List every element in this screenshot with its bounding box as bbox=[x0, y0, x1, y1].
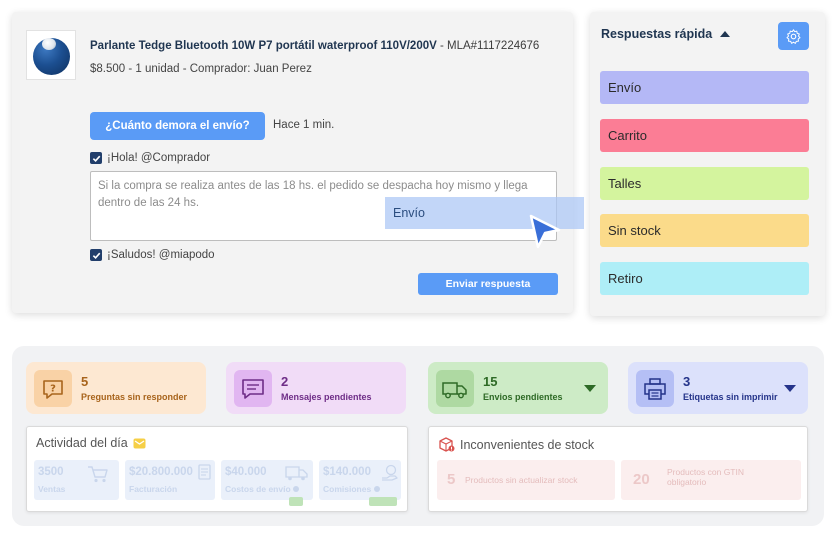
stock-issues-title: Inconvenientes de stock bbox=[460, 437, 595, 452]
stock-label: Productos sin actualizar stock bbox=[465, 475, 578, 485]
dropdown-arrow-icon[interactable] bbox=[584, 385, 596, 392]
product-name: Parlante Tedge Bluetooth 10W P7 portátil… bbox=[90, 40, 437, 52]
product-code: - MLA#1117224676 bbox=[436, 40, 540, 52]
speaker-top-highlight bbox=[42, 38, 56, 50]
stat-icon-box bbox=[234, 370, 272, 407]
quick-responses-panel: Respuestas rápida Envío Carrito Talles S… bbox=[590, 12, 825, 316]
info-icon[interactable] bbox=[293, 486, 300, 492]
stat-value: 3 bbox=[683, 374, 691, 389]
stat-value: 2 bbox=[281, 374, 289, 389]
settings-button[interactable] bbox=[778, 22, 809, 50]
stock-issues-header: Inconvenientes de stock bbox=[438, 436, 594, 453]
truck-icon bbox=[442, 381, 467, 398]
product-thumbnail[interactable] bbox=[26, 30, 76, 80]
activity-label: Ventas bbox=[38, 484, 66, 494]
activity-label: Costos de envío bbox=[225, 484, 300, 494]
greeting-checkbox[interactable] bbox=[90, 152, 102, 164]
stat-label: Etiquetas sin imprimir bbox=[683, 392, 778, 402]
quick-response-talles[interactable]: Talles bbox=[600, 167, 809, 200]
svg-text:?: ? bbox=[50, 383, 56, 394]
signoff-row: ¡Saludos! @miapodo bbox=[90, 249, 215, 261]
stat-card-shipments[interactable]: 15 Envios pendientes bbox=[428, 362, 608, 414]
cart-icon bbox=[88, 466, 108, 483]
invoice-icon bbox=[198, 464, 211, 480]
stat-card-messages[interactable]: 2 Mensajes pendientes bbox=[226, 362, 406, 414]
envelope-icon bbox=[133, 438, 146, 448]
stock-label: Productos con GTIN obligatorio bbox=[667, 467, 745, 487]
quick-response-envio[interactable]: Envío bbox=[600, 71, 809, 104]
stock-value: 20 bbox=[633, 471, 650, 488]
quick-response-sin-stock[interactable]: Sin stock bbox=[600, 214, 809, 247]
activity-item-commissions[interactable]: $140.000 Comisiones bbox=[319, 460, 401, 506]
stock-item-outdated[interactable]: 5 Productos sin actualizar stock bbox=[437, 460, 615, 500]
info-icon[interactable] bbox=[373, 486, 380, 492]
hand-money-icon bbox=[382, 464, 398, 481]
greeting-label: ¡Hola! @Comprador bbox=[107, 152, 211, 164]
mouse-pointer-icon bbox=[529, 214, 561, 249]
collapse-triangle-icon bbox=[720, 31, 731, 37]
stock-issues-panel: Inconvenientes de stock 5 Productos sin … bbox=[428, 426, 808, 512]
activity-value: $40.000 bbox=[225, 466, 267, 478]
send-answer-button[interactable]: Enviar respuesta bbox=[418, 273, 558, 295]
greeting-row: ¡Hola! @Comprador bbox=[90, 152, 210, 164]
activity-value: $20.800.000 bbox=[129, 466, 193, 478]
stat-label: Mensajes pendientes bbox=[281, 392, 372, 402]
stock-value: 5 bbox=[447, 471, 456, 488]
question-card: Parlante Tedge Bluetooth 10W P7 portátil… bbox=[12, 12, 573, 313]
percent-badge bbox=[369, 497, 397, 506]
activity-item-billing[interactable]: $20.800.000 Facturación bbox=[125, 460, 215, 500]
stat-label: Preguntas sin responder bbox=[81, 392, 188, 402]
activity-value: 3500 bbox=[38, 466, 64, 478]
gear-icon bbox=[786, 28, 801, 44]
quick-responses-title: Respuestas rápida bbox=[601, 27, 713, 41]
stat-card-questions[interactable]: ? 5 Preguntas sin responder bbox=[26, 362, 206, 414]
quick-responses-header[interactable]: Respuestas rápida bbox=[601, 27, 731, 41]
daily-activity-panel: Actividad del día 3500 Ventas $20.800.00… bbox=[26, 426, 408, 512]
activity-label-text: Costos de envío bbox=[225, 484, 291, 494]
quick-response-retiro[interactable]: Retiro bbox=[600, 262, 809, 295]
signoff-checkbox[interactable] bbox=[90, 249, 102, 261]
percent-badge bbox=[289, 497, 303, 506]
daily-activity-header: Actividad del día bbox=[36, 436, 146, 450]
message-icon bbox=[242, 378, 264, 399]
box-alert-icon bbox=[439, 437, 455, 452]
stat-icon-box bbox=[436, 370, 474, 407]
stat-label: Envios pendientes bbox=[483, 392, 563, 402]
stat-icon-box bbox=[636, 370, 674, 407]
dropdown-arrow-icon[interactable] bbox=[784, 385, 796, 392]
stat-value: 5 bbox=[81, 374, 89, 389]
product-title[interactable]: Parlante Tedge Bluetooth 10W P7 portátil… bbox=[90, 40, 539, 52]
product-meta: $8.500 - 1 unidad - Comprador: Juan Pere… bbox=[90, 63, 312, 75]
activity-item-sales[interactable]: 3500 Ventas bbox=[34, 460, 119, 500]
activity-label: Comisiones bbox=[323, 484, 380, 494]
signoff-label: ¡Saludos! @miapodo bbox=[107, 249, 215, 261]
question-bubble: ¿Cuánto demora el envío? bbox=[90, 112, 265, 140]
printer-icon bbox=[644, 377, 666, 400]
daily-activity-title: Actividad del día bbox=[36, 436, 128, 450]
stat-value: 15 bbox=[483, 374, 498, 389]
activity-value: $140.000 bbox=[323, 466, 371, 478]
dragged-quick-response[interactable]: Envío bbox=[385, 197, 584, 229]
question-icon: ? bbox=[43, 379, 63, 399]
question-time: Hace 1 min. bbox=[273, 119, 335, 131]
check-icon bbox=[92, 155, 100, 162]
activity-label-text: Comisiones bbox=[323, 484, 372, 494]
check-icon bbox=[92, 252, 100, 259]
stock-item-gtin[interactable]: 20 Productos con GTIN obligatorio bbox=[621, 460, 801, 500]
activity-label: Facturación bbox=[129, 484, 178, 494]
activity-item-shipping-costs[interactable]: $40.000 Costos de envío bbox=[221, 460, 313, 506]
stat-card-labels[interactable]: 3 Etiquetas sin imprimir bbox=[628, 362, 808, 414]
stat-icon-box: ? bbox=[34, 370, 72, 407]
truck-icon bbox=[285, 466, 308, 481]
quick-response-carrito[interactable]: Carrito bbox=[600, 119, 809, 152]
dashboard: ? 5 Preguntas sin responder 2 Mensajes p… bbox=[12, 346, 824, 526]
